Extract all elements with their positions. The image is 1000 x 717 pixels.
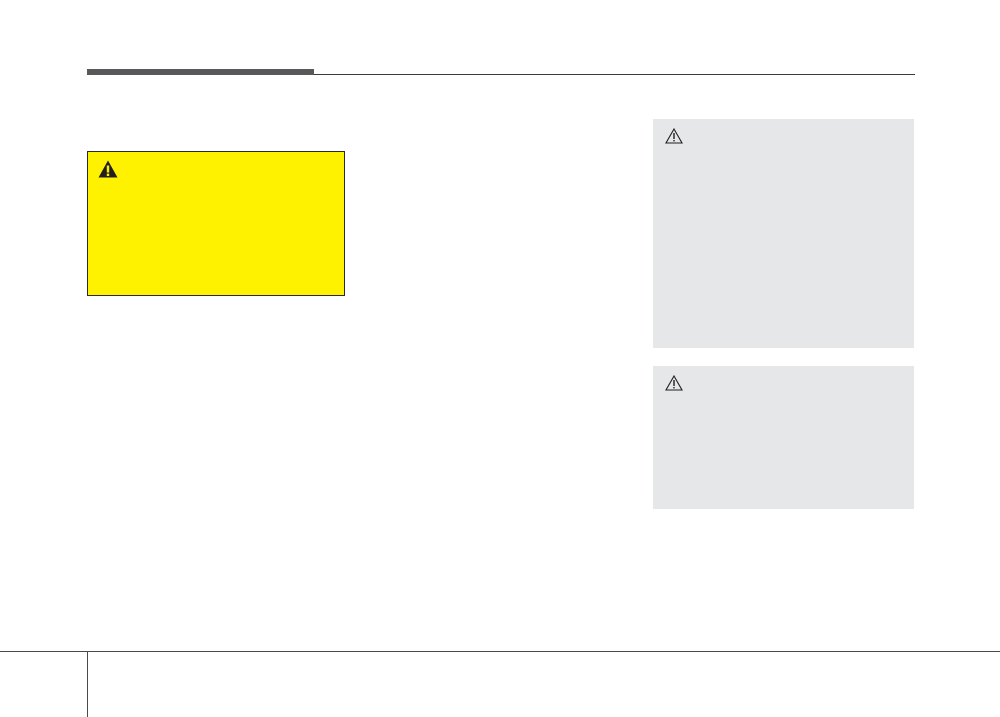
header-accent-bar <box>87 69 314 75</box>
caution-triangle-icon <box>665 375 683 391</box>
warning-triangle-icon <box>98 160 118 178</box>
caution-box-primary <box>653 119 914 348</box>
caution-box-secondary <box>653 366 914 509</box>
caution-triangle-icon <box>665 128 683 144</box>
footer-page-divider <box>87 651 88 717</box>
footer-rule <box>0 651 1000 652</box>
warning-box <box>87 151 345 296</box>
header-rule <box>87 74 915 75</box>
